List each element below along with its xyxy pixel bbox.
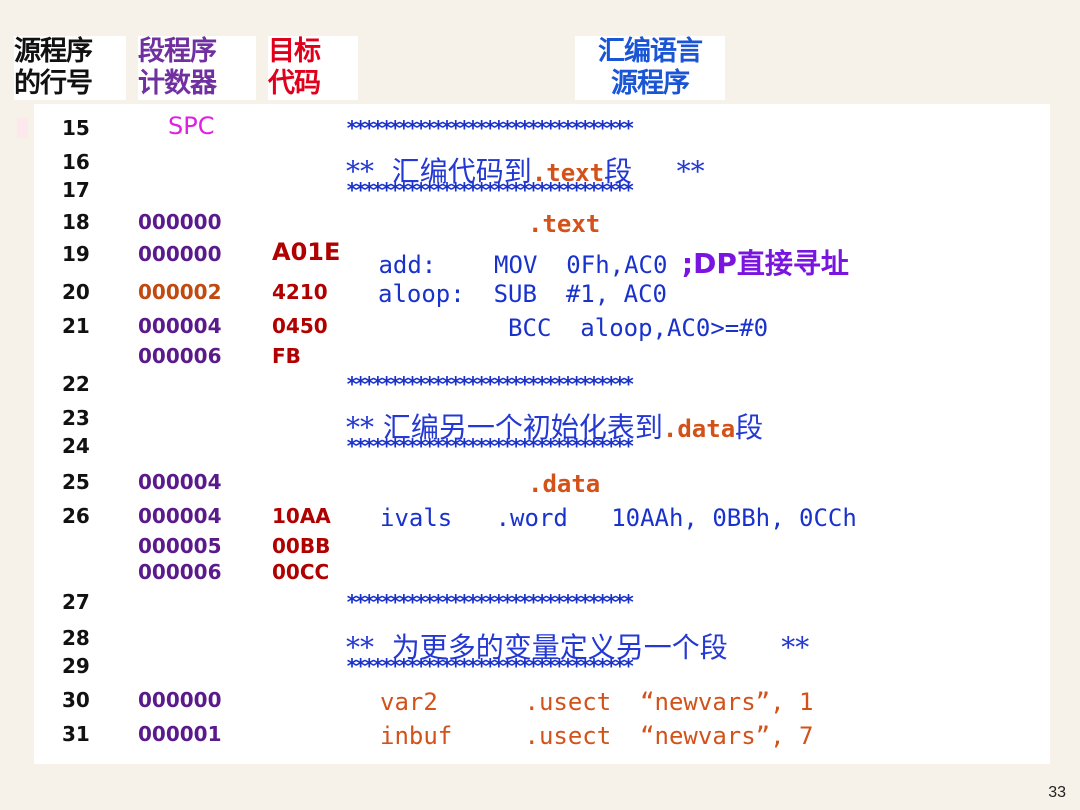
comment-stars: ********************************* [346, 372, 635, 396]
header-object-l2: 代码 [268, 68, 321, 99]
spc-value: 000001 [138, 722, 222, 746]
header-source-l2: 源程序 [611, 68, 690, 99]
spc-value: 000000 [138, 688, 222, 712]
listing-row-21: 21 000004 0450 BCC aloop,AC0>=#0 [34, 314, 1050, 342]
spc-value: 000002 [138, 280, 222, 304]
header-spc-l2: 计数器 [138, 68, 217, 99]
header-line-number-l1: 源程序 [14, 36, 93, 67]
listing-row-28: 28 ** 为更多的变量定义另一个段 ** [34, 626, 1050, 664]
listing-row-15: 15 SPC ********************************* [34, 112, 1050, 140]
line-number: 23 [62, 406, 90, 430]
source-text: ivals .word 10AAh, 0BBh, 0CCh [380, 504, 857, 532]
directive-text: .data [662, 415, 736, 443]
listing-row-21-cont: 000006 FB [34, 344, 1050, 368]
listing-row-26-cont1: 000005 00BB [34, 534, 1050, 558]
comment-stars: ********************************* [346, 116, 635, 140]
line-number: 16 [62, 150, 90, 174]
header-line-number: 源程序 的行号 [14, 36, 126, 100]
comment-stars: ********************************* [346, 178, 635, 202]
spc-value: 000000 [138, 242, 222, 266]
comment-part-c: 段 [735, 411, 764, 444]
source-text: aloop: SUB #1, AC0 [378, 280, 667, 308]
line-number: 18 [62, 210, 90, 234]
line-number: 29 [62, 654, 90, 678]
listing-row-30: 30 000000 var2 .usect “newvars”, 1 [34, 688, 1050, 716]
directive-text: .data [528, 470, 601, 498]
directive-text: .text [531, 159, 605, 187]
comment-part-a: ** 汇编另一个初始化表到 [346, 411, 663, 444]
spc-value: 000004 [138, 504, 222, 528]
line-number: 24 [62, 434, 90, 458]
comment-stars: ********************************* [346, 434, 635, 458]
source-line: add: MOV 0Fh,AC0 ;DP直接寻址 [364, 242, 849, 282]
spc-value: 000000 [138, 210, 222, 234]
line-number: 19 [62, 242, 90, 266]
listing-row-24: 24 ********************************* [34, 434, 1050, 458]
listing-row-20: 20 000002 4210 aloop: SUB #1, AC0 [34, 280, 1050, 308]
listing-row-17: 17 ********************************* [34, 178, 1050, 202]
listing-row-16: 16 ** 汇编代码到.text段 ** [34, 150, 1050, 188]
line-number: 25 [62, 470, 90, 494]
object-code: 10AA [272, 504, 331, 528]
line-number: 20 [62, 280, 90, 304]
comment-stars: ********************************* [346, 590, 635, 614]
header-source-l1: 汇编语言 [598, 36, 703, 67]
source-text: add: MOV 0Fh,AC0 [364, 251, 682, 279]
header-spc-l1: 段程序 [138, 36, 217, 67]
line-number: 22 [62, 372, 90, 396]
listing-row-31: 31 000001 inbuf .usect “newvars”, 7 [34, 722, 1050, 750]
listing-row-18: 18 000000 .text [34, 210, 1050, 238]
header-object-l1: 目标 [268, 36, 321, 67]
directive-text: .text [528, 210, 601, 238]
line-number: 30 [62, 688, 90, 712]
page-number: 33 [1048, 784, 1066, 801]
line-number: 27 [62, 590, 90, 614]
header-section-counter: 段程序 计数器 [138, 36, 256, 100]
comment-text: ** 汇编代码到.text段 ** [346, 150, 705, 190]
object-code: 4210 [272, 280, 328, 304]
listing-row-29: 29 ********************************* [34, 654, 1050, 678]
listing-row-19: 19 000000 A01E add: MOV 0Fh,AC0 ;DP直接寻址 [34, 238, 1050, 280]
source-text: var2 .usect “newvars”, 1 [380, 688, 814, 716]
spc-value: 000004 [138, 470, 222, 494]
object-code: 0450 [272, 314, 328, 338]
listing-panel: 15 SPC *********************************… [34, 104, 1050, 764]
annotation-note: ;DP直接寻址 [681, 247, 849, 280]
comment-stars: ********************************* [346, 654, 635, 678]
header-line-number-l2: 的行号 [14, 68, 93, 99]
object-code: A01E [272, 238, 341, 266]
comment-text: ** 为更多的变量定义另一个段 ** [346, 631, 810, 664]
header-assembly-source: 汇编语言 源程序 [575, 36, 725, 100]
header-object-code: 目标 代码 [268, 36, 358, 100]
spc-value: 000006 [138, 560, 222, 584]
comment-text: ** 汇编另一个初始化表到.data段 [346, 406, 763, 446]
source-text: BCC aloop,AC0>=#0 [378, 314, 769, 342]
spc-label: SPC [168, 112, 215, 140]
line-number: 15 [62, 116, 90, 140]
object-code: 00BB [272, 534, 331, 558]
line-number: 21 [62, 314, 90, 338]
listing-row-26-cont2: 000006 00CC [34, 560, 1050, 584]
decorative-marker [17, 118, 28, 138]
spc-value: 000004 [138, 314, 222, 338]
spc-value: 000006 [138, 344, 222, 368]
line-number: 31 [62, 722, 90, 746]
source-text: inbuf .usect “newvars”, 7 [380, 722, 814, 750]
spc-value: 000005 [138, 534, 222, 558]
listing-row-27: 27 ********************************* [34, 590, 1050, 614]
object-code: FB [272, 344, 301, 368]
listing-row-23: 23 ** 汇编另一个初始化表到.data段 [34, 406, 1050, 444]
comment-part-c: 段 ** [604, 155, 705, 188]
listing-row-22: 22 ********************************* [34, 372, 1050, 396]
object-code: 00CC [272, 560, 330, 584]
comment-part-a: ** 汇编代码到 [346, 155, 532, 188]
line-number: 26 [62, 504, 90, 528]
line-number: 28 [62, 626, 90, 650]
listing-row-26: 26 000004 10AA ivals .word 10AAh, 0BBh, … [34, 504, 1050, 532]
line-number: 17 [62, 178, 90, 202]
listing-row-25: 25 000004 .data [34, 470, 1050, 498]
